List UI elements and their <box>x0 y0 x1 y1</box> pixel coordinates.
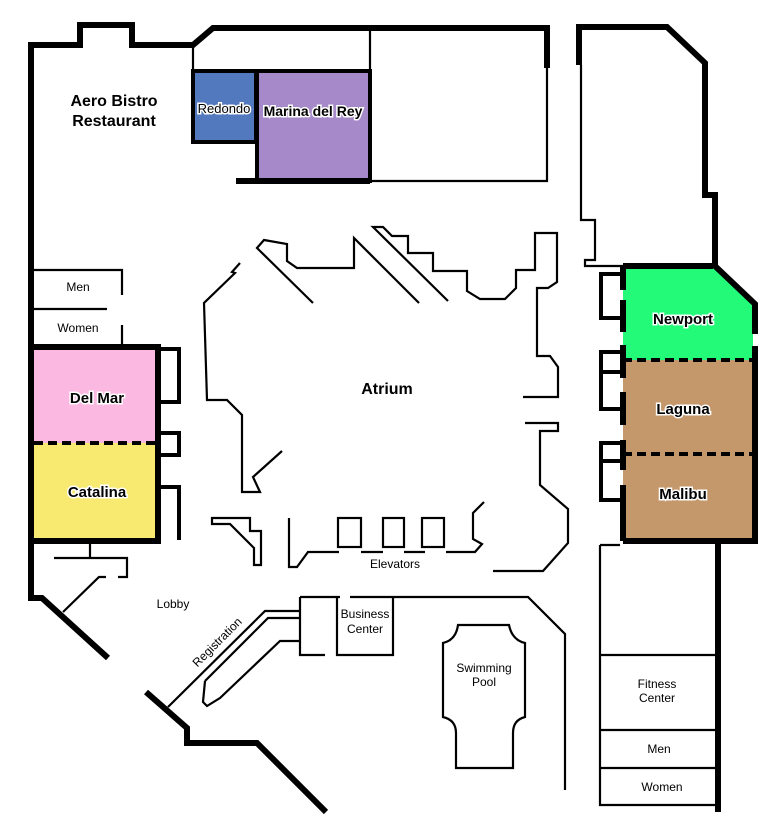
room-catalina[interactable] <box>34 443 158 541</box>
outer-wall-east <box>576 24 758 334</box>
restaurant-label: Aero Bistro <box>70 93 157 110</box>
room-marina-del-rey[interactable] <box>255 69 372 183</box>
label-swimming-pool-2: Pool <box>472 675 496 689</box>
room-del-mar[interactable] <box>34 347 158 443</box>
swimming-pool <box>441 623 527 770</box>
inner-walls-north <box>191 28 623 268</box>
label-marina-del-rey: Marina del Rey <box>264 103 363 119</box>
business-center-walls <box>298 595 567 790</box>
label-business-center-2: Center <box>347 622 383 636</box>
restrooms-west <box>34 268 124 347</box>
elevator-1 <box>336 516 363 549</box>
atrium-east-wall <box>493 421 570 573</box>
label-redondo: Redondo <box>198 101 251 116</box>
outer-wall-west <box>28 22 550 661</box>
restaurant-label-2: Restaurant <box>72 113 156 130</box>
label-catalina: Catalina <box>68 484 127 501</box>
label-elevators: Elevators <box>370 557 420 571</box>
elevator-2 <box>381 516 406 549</box>
lobby-walls <box>54 542 129 613</box>
label-fitness-center-2: Center <box>639 691 675 705</box>
label-swimming-pool: Swimming <box>456 661 511 675</box>
registration-desk <box>167 609 300 708</box>
room-newport[interactable] <box>623 266 753 360</box>
label-atrium: Atrium <box>361 381 413 398</box>
label-laguna: Laguna <box>656 401 710 418</box>
outer-wall-east-lower <box>715 346 758 812</box>
label-malibu: Malibu <box>659 486 707 503</box>
room-laguna[interactable] <box>623 360 754 454</box>
fitness-restroom-walls <box>598 543 717 807</box>
closets-east <box>599 272 621 502</box>
label-lobby: Lobby <box>157 597 190 611</box>
label-del-mar: Del Mar <box>70 390 124 407</box>
atrium-southwest-bracket <box>210 516 263 567</box>
label-women-west: Women <box>57 321 98 335</box>
atrium-northeast-wall <box>370 225 560 399</box>
room-redondo[interactable] <box>191 69 258 144</box>
label-women-east: Women <box>641 780 682 794</box>
elevator-3 <box>420 516 446 549</box>
room-malibu[interactable] <box>623 454 754 540</box>
elevator-bank <box>287 501 485 569</box>
outer-wall-south <box>144 689 329 815</box>
label-newport: Newport <box>653 311 713 328</box>
label-fitness-center: Fitness <box>638 677 677 691</box>
label-men-west: Men <box>66 280 89 294</box>
atrium-north-wall <box>255 235 420 304</box>
label-men-east: Men <box>647 742 670 756</box>
wall-west-rooms <box>34 344 161 544</box>
label-registration: Registration <box>190 615 245 670</box>
closets-west <box>158 347 181 540</box>
label-business-center: Business <box>341 607 390 621</box>
atrium-west-wall <box>202 262 283 494</box>
